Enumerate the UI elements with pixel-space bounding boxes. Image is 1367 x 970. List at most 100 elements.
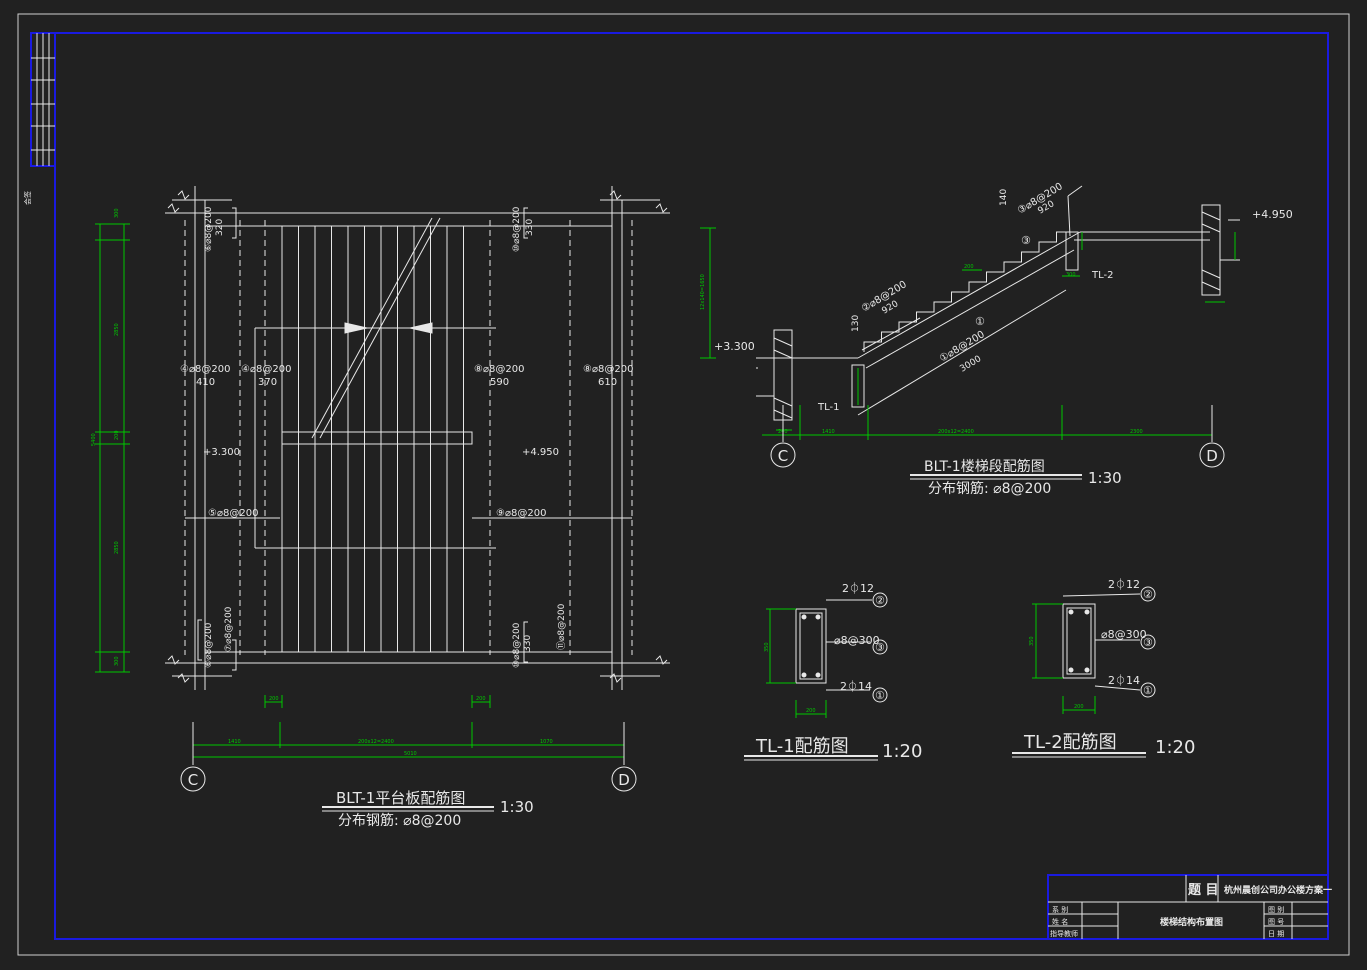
section-elevation-left: +3.300 (714, 340, 755, 353)
signature-column (30, 32, 56, 167)
section-elevation-right: +4.950 (1252, 208, 1293, 221)
plan-dim-bottom-1: 200x12=2400 (358, 739, 394, 745)
plan-rebar-8b: ⑧⌀8@200 (583, 364, 633, 375)
plan-dim-small-1: 200 (476, 696, 486, 702)
tl2-section (1062, 586, 1156, 698)
tl2-marker-1: ① (1143, 684, 1153, 697)
tl1-width: 200 (806, 708, 816, 714)
plan-rebar-4a-length: 410 (196, 377, 215, 388)
section-marker-3: ③ (1021, 234, 1031, 247)
plan-elevation-right: +4.950 (522, 447, 559, 458)
plan-axis-c: C (180, 722, 206, 792)
tl2-title: TL-2配筋图 (1023, 732, 1117, 753)
tl1-height: 350 (764, 642, 770, 652)
section-dim-1: 1410 (822, 429, 835, 435)
plan-rebar-4a: ④⌀8@200 (180, 364, 230, 375)
plan-dim-left-total: 5400 (91, 433, 97, 446)
section-dim-left: 12x140=1650 (700, 274, 706, 310)
plan-rebar-6-bottom: ⑥⌀8@200 (204, 622, 214, 668)
plan-rebar-8a: ⑧⌀8@200 (474, 364, 524, 375)
titleblock-project: 杭州晨创公司办公楼方案一 (1224, 884, 1332, 896)
plan-rebar-10-bottom-length: 330 (523, 635, 533, 652)
titleblock-row-right-0: 图 别 (1268, 905, 1284, 914)
sheet-outer-border (17, 13, 1350, 956)
svg-text:D: D (618, 771, 630, 789)
section-dim-140: 140 (999, 189, 1009, 206)
svg-text:C: C (188, 771, 198, 789)
section-axis-d: D (1199, 405, 1225, 468)
tl1-bottom-bar: 2⏀14 (840, 679, 872, 693)
plan-rebar-4b-length: 370 (258, 377, 277, 388)
tl1-marker-3: ③ (875, 641, 885, 654)
stair-step-profile (863, 231, 1074, 352)
section-tl2-label: TL-2 (1091, 270, 1113, 281)
section-dimensions (700, 227, 1236, 440)
tl2-bottom-bar: 2⏀14 (1108, 673, 1140, 687)
plan-rebar-10-top: ⑩⌀8@200 (512, 206, 522, 252)
plan-dim-left-1: 2850 (114, 323, 120, 336)
plan-scale: 1:30 (500, 798, 534, 816)
section-tl1-label: TL-1 (817, 402, 839, 413)
side-stamp: 会签 (23, 191, 32, 205)
plan-rebar-11-bottom: ⑪⌀8@200 (556, 603, 567, 650)
plan-dim-bottom-2: 1070 (540, 739, 553, 745)
plan-rebar-7-bottom: ⑦⌀8@200 (224, 606, 234, 652)
plan-dim-left-0: 300 (114, 208, 120, 218)
plan-rebar-8b-length: 610 (598, 377, 617, 388)
section-title: BLT-1楼梯段配筋图 (924, 458, 1045, 475)
plan-rebar-9: ⑨⌀8@200 (496, 508, 546, 519)
tl2-scale: 1:20 (1155, 737, 1195, 758)
section-tread: 300 (1066, 272, 1076, 278)
plan-drawing (165, 186, 670, 690)
plan-rebar-5: ⑤⌀8@200 (208, 508, 258, 519)
tl1-marker-1: ① (875, 689, 885, 702)
section-marker-1: ① (975, 315, 985, 328)
section-axis-c: C (770, 405, 796, 468)
titleblock-row-left-2: 指导教师 (1050, 929, 1078, 938)
plan-elevation-left: +3.300 (203, 447, 240, 458)
title-block (1047, 874, 1329, 940)
plan-axis-d: D (611, 722, 637, 792)
tl1-top-bar: 2⏀12 (842, 581, 874, 595)
sheet-inner-frame (54, 32, 1329, 940)
tl2-marker-2: ② (1143, 588, 1153, 601)
tl1-scale: 1:20 (882, 741, 922, 762)
tl1-stirrup: ⌀8@300 (834, 634, 880, 647)
section-drawing (756, 185, 1240, 421)
plan-dim-left-3: 2850 (114, 541, 120, 554)
section-dim-2: 200x12=2400 (938, 429, 974, 435)
section-step-width: 200 (964, 264, 974, 270)
plan-rebar-6-top: ⑥⌀8@200 (204, 206, 214, 252)
plan-rebar-10-top-length: 330 (525, 219, 535, 236)
section-note: 分布钢筋: ⌀8@200 (928, 480, 1051, 497)
plan-dim-small-0: 200 (269, 696, 279, 702)
plan-rebar-10-bottom: ⑩⌀8@200 (512, 622, 522, 668)
section-steps (863, 231, 1074, 352)
tl2-dims (1032, 603, 1096, 714)
titleblock-row-right-1: 图 号 (1268, 918, 1284, 926)
tl1-dims (766, 608, 827, 718)
plan-dim-left-2: 200 (114, 430, 120, 440)
tl2-marker-3: ③ (1143, 636, 1153, 649)
tl2-width: 200 (1074, 704, 1084, 710)
plan-dim-left-4: 300 (114, 656, 120, 666)
plan-rebar-4b: ④⌀8@200 (241, 364, 291, 375)
svg-text:D: D (1206, 447, 1218, 465)
tl2-height: 350 (1029, 636, 1035, 646)
titleblock-row-right-2: 日 期 (1268, 930, 1284, 938)
tl1-marker-2: ② (875, 594, 885, 607)
section-dim-130: 130 (851, 315, 861, 332)
plan-dimensions (95, 223, 625, 760)
plan-dim-bottom-0: 1410 (228, 739, 241, 745)
plan-rebar-6-top-length: 320 (215, 219, 225, 236)
titleblock-row-left-0: 系 别 (1052, 905, 1068, 914)
tl2-stirrup: ⌀8@300 (1101, 628, 1147, 641)
tl1-section (795, 592, 888, 703)
plan-dim-total: 5010 (404, 751, 417, 757)
section-scale: 1:30 (1088, 469, 1122, 487)
titleblock-drawing-name: 楼梯结构布置图 (1160, 916, 1223, 928)
titleblock-row-left-1: 姓 名 (1052, 917, 1068, 926)
tl2-top-bar: 2⏀12 (1108, 577, 1140, 591)
titleblock-topic-label: 题 目 (1188, 883, 1219, 898)
